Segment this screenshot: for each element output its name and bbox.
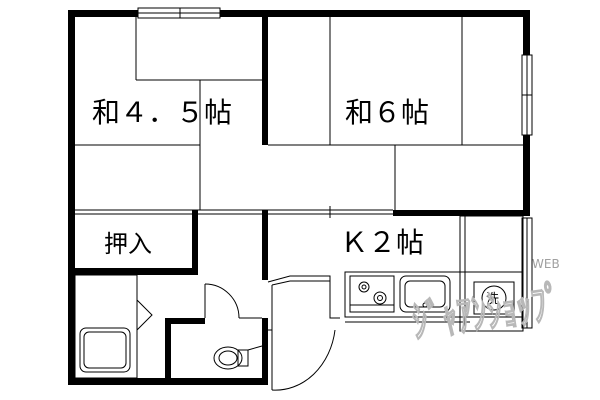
doors bbox=[204, 275, 340, 391]
gas-stove-icon bbox=[349, 275, 395, 313]
windows bbox=[137, 7, 533, 329]
watermark: ｼﾞｬｱﾝｼｮｯﾌﾟ WEB bbox=[409, 257, 566, 350]
bathtub-icon bbox=[74, 274, 153, 379]
watermark-main: ｼﾞｬｱﾝｼｮｯﾌﾟ bbox=[409, 278, 565, 349]
watermark-small: WEB bbox=[532, 257, 560, 271]
washing-machine-icon bbox=[473, 281, 515, 315]
room-label-washitsu-45: 和４．５帖 bbox=[92, 96, 232, 129]
toilet-icon bbox=[213, 345, 263, 370]
room-label-washitsu-6: 和６帖 bbox=[345, 96, 429, 129]
kitchen-cabinets bbox=[344, 215, 524, 332]
room-label-kitchen: Ｋ２帖 bbox=[340, 226, 424, 259]
sink-icon bbox=[399, 275, 451, 313]
washer-label: 洗 bbox=[486, 292, 499, 307]
tatami-lines bbox=[75, 17, 523, 218]
room-label-oshiire: 押入 bbox=[104, 230, 152, 258]
